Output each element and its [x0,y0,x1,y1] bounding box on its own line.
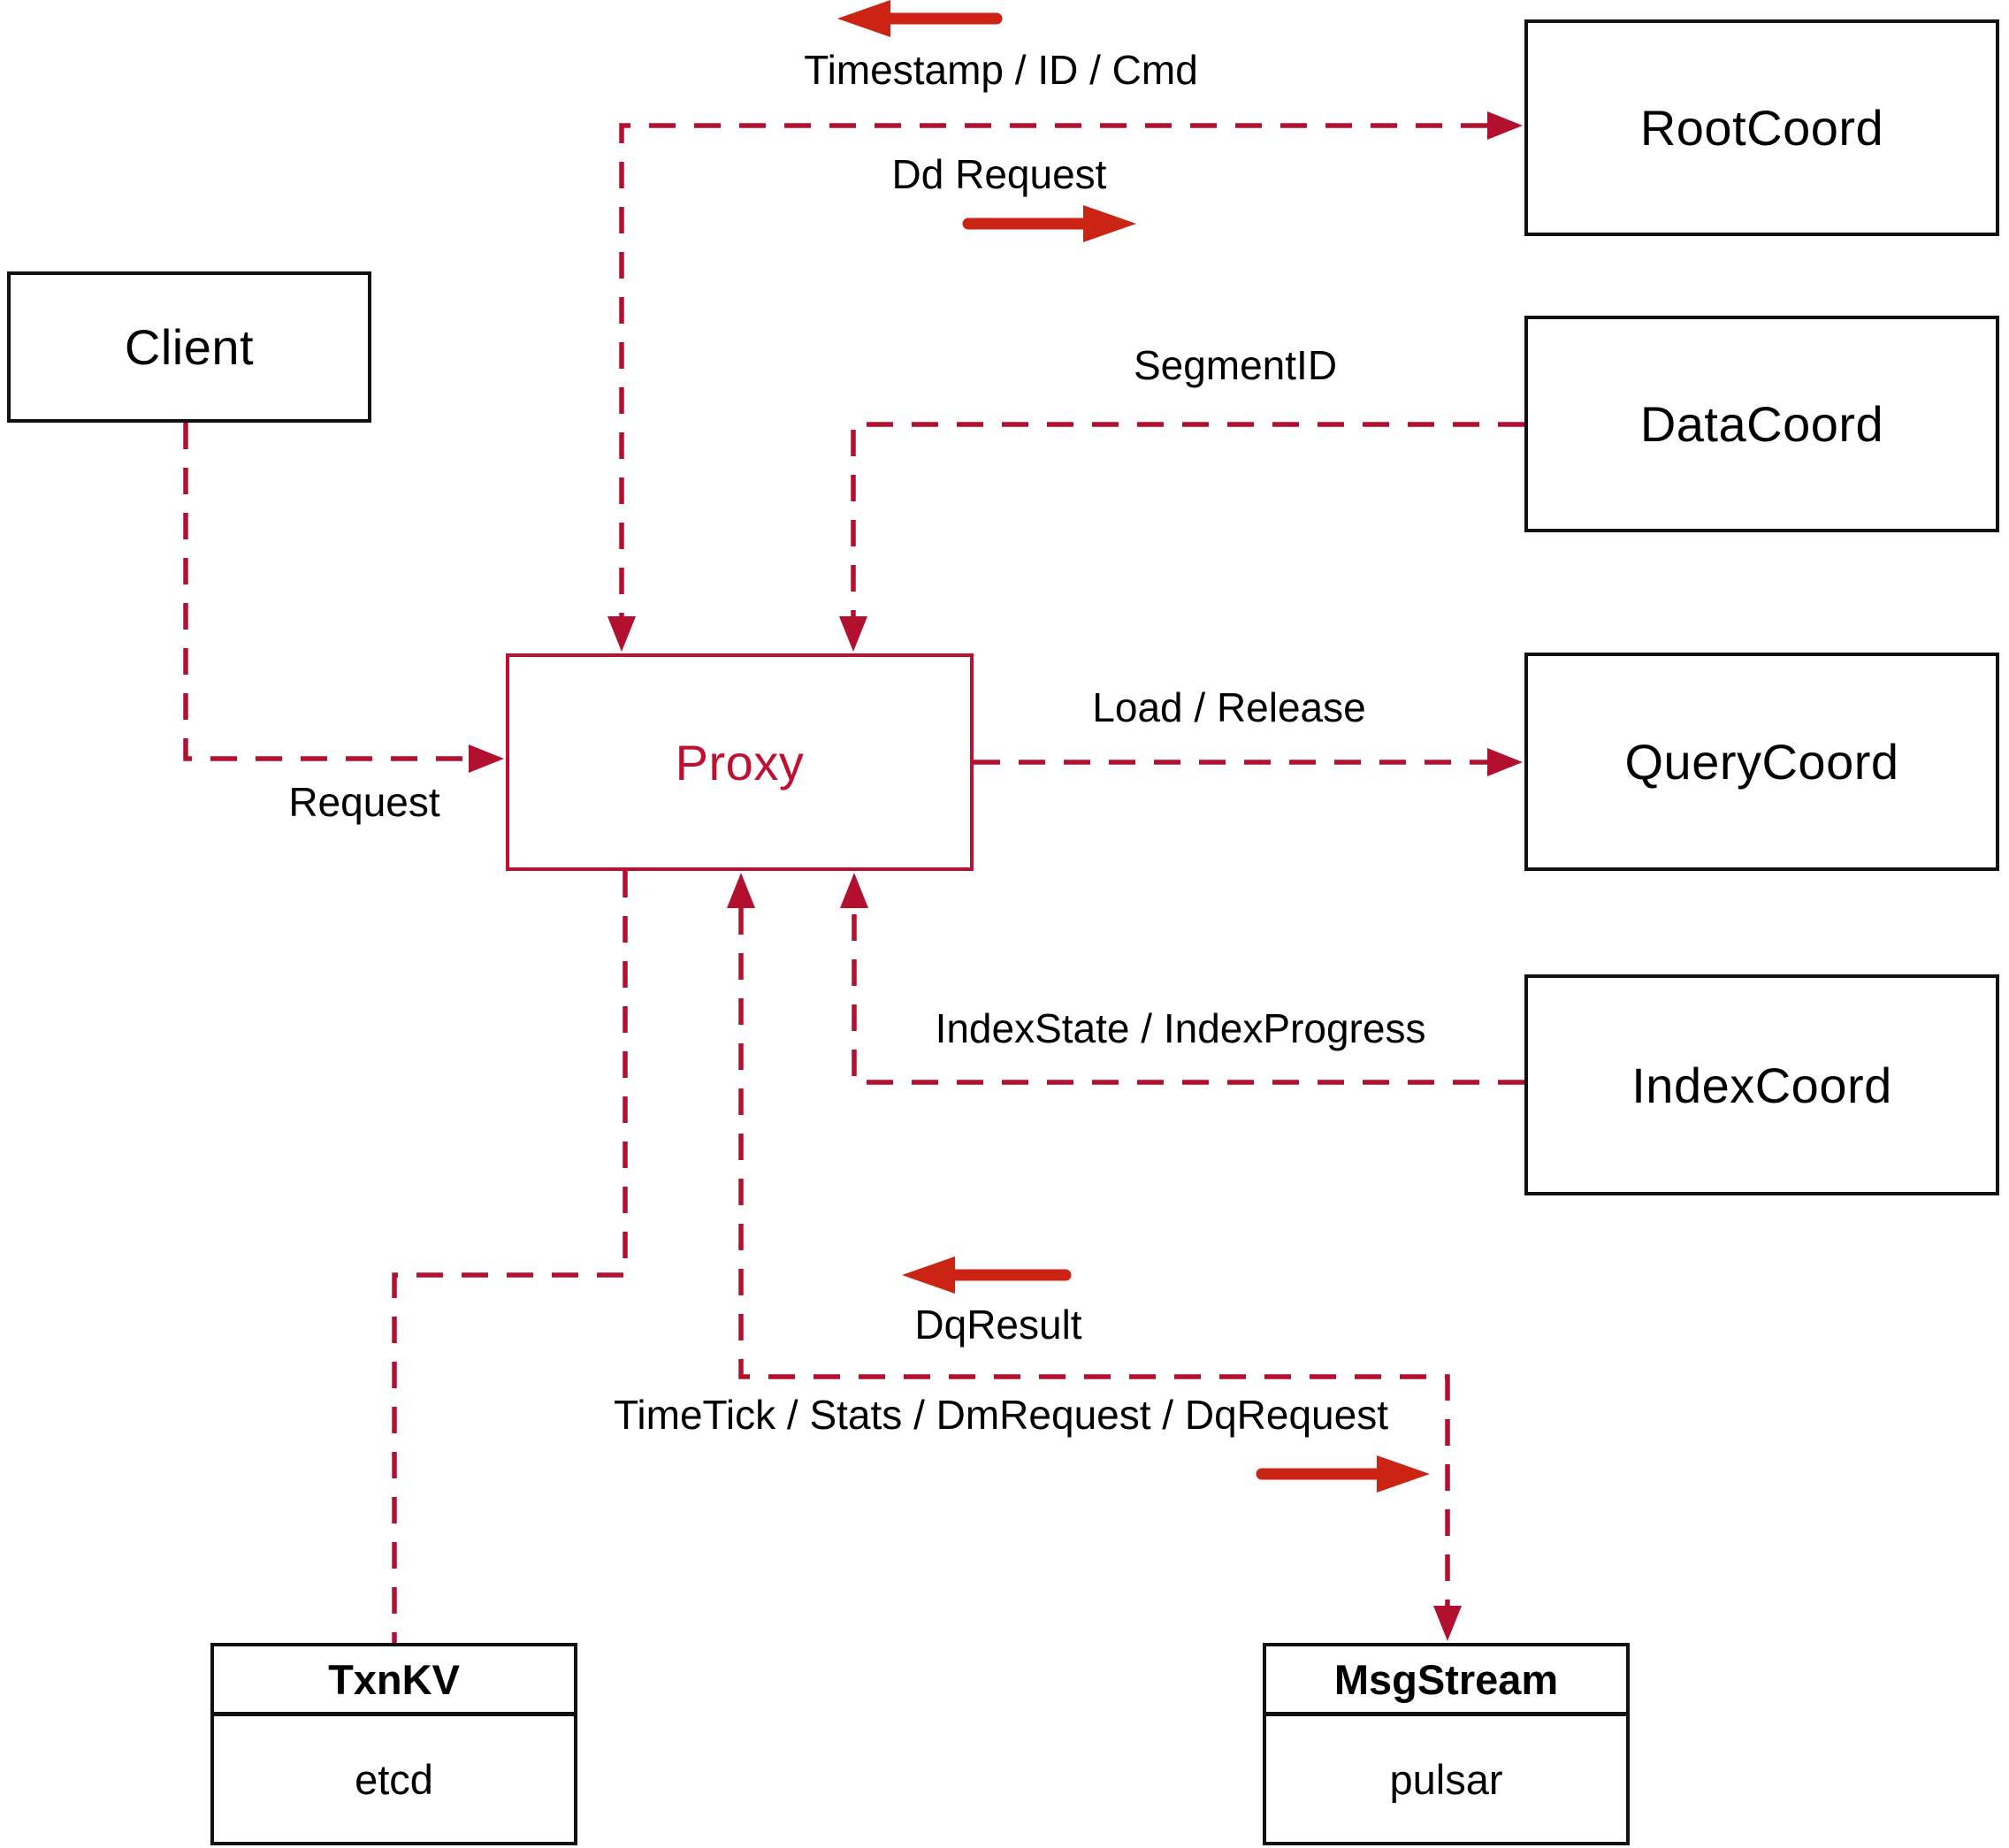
node-client-label: Client [124,319,255,375]
edge-proxy-rootcoord [619,123,1487,616]
edge-label-segment-id: SegmentID [1133,342,1338,388]
node-txnkv-subtitle: etcd [355,1755,433,1803]
node-datacoord-label: DataCoord [1639,396,1884,452]
edge-datacoord-proxy [851,422,1524,616]
edge-indexcoord-proxy [852,908,1524,1085]
arrowhead-into-proxy-top-left [607,616,636,652]
node-indexcoord: IndexCoord [1524,974,1999,1195]
edge-client-proxy [183,423,469,761]
node-proxy-label: Proxy [675,734,805,790]
node-querycoord: QueryCoord [1524,653,1999,871]
node-msgstream-title: MsgStream [1266,1646,1626,1716]
node-indexcoord-label: IndexCoord [1631,1057,1892,1113]
node-msgstream-subtitle: pulsar [1389,1755,1503,1803]
edge-label-dd-request: Dd Request [891,151,1107,197]
edge-label-timestamp: Timestamp / ID / Cmd [804,47,1198,93]
node-client: Client [7,271,371,423]
arrowhead-into-msgstream [1433,1606,1462,1641]
node-datacoord: DataCoord [1524,316,1999,532]
arrowhead-into-proxy-bottom-center [727,873,755,908]
arrowhead-into-proxy-left [469,745,504,773]
edge-label-request: Request [288,779,440,825]
arrowhead-into-proxy-top-right [839,616,867,652]
edge-label-index-state: IndexState / IndexProgress [935,1005,1426,1051]
left-direction-arrow-dqresult [902,1256,1072,1294]
node-proxy: Proxy [506,653,974,871]
right-direction-arrow-dd-request [962,205,1136,242]
node-rootcoord-label: RootCoord [1639,100,1884,156]
edge-label-load-release: Load / Release [1092,684,1366,730]
node-txnkv: TxnKV etcd [210,1643,577,1845]
edge-proxy-txnkv [392,871,628,1643]
node-rootcoord: RootCoord [1524,19,1999,236]
node-msgstream: MsgStream pulsar [1263,1643,1630,1845]
right-direction-arrow-timetick [1256,1455,1430,1493]
left-direction-arrow-timestamp [837,0,1003,37]
arrowhead-into-querycoord [1487,748,1523,776]
node-txnkv-title: TxnKV [214,1646,574,1716]
edge-proxy-msgstream [738,908,1450,1606]
arrowhead-into-proxy-bottom-right [840,873,868,908]
node-querycoord-label: QueryCoord [1624,734,1899,790]
arrowhead-into-rootcoord [1487,111,1523,140]
edge-label-timetick: TimeTick / Stats / DmRequest / DqRequest [614,1392,1388,1438]
edge-label-dq-result: DqResult [914,1302,1082,1348]
